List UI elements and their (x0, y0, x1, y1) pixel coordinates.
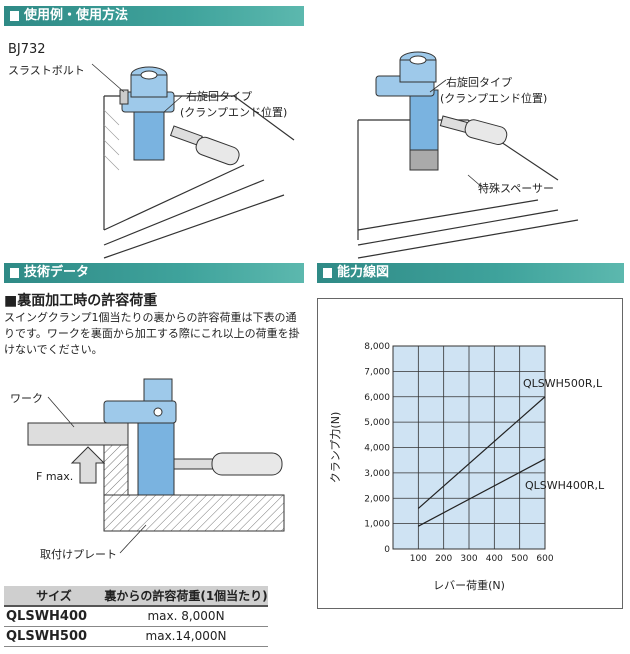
label-thrust-bolt: スラストボルト (8, 64, 85, 77)
capacity-chart-frame (317, 298, 623, 609)
label-special-spacer: 特殊スペーサー (478, 182, 555, 195)
x-tick-label: 100 (410, 554, 427, 564)
header-square-icon (323, 268, 332, 278)
table-header-row: サイズ 裏からの許容荷重(1個当たり) (4, 586, 268, 607)
capacity-chart: 0 1,000 2,000 3,000 4,000 5,000 6,000 7,000 8,00… (329, 342, 605, 592)
series-label: QLSWH400R,L (525, 479, 605, 492)
label-mounting-plate: 取付けプレート (40, 548, 117, 561)
tech-subtitle: ■裏面加工時の許容荷重 (4, 293, 158, 309)
header-square-icon (10, 268, 19, 278)
y-tick-label: 5,000 (364, 418, 390, 428)
allowable-load-table: サイズ 裏からの許容荷重(1個当たり) QLSWH400 max. 8,000N… (4, 586, 268, 647)
header-square-icon (10, 11, 19, 21)
usage-illustration-special-spacer (357, 51, 579, 259)
section-header-capacity: 能力線図 (317, 263, 624, 283)
x-tick-label: 600 (536, 554, 553, 564)
label-part-code: BJ732 (8, 42, 46, 57)
series-line (417, 396, 546, 509)
y-tick-label: 3,000 (364, 469, 390, 479)
section-header-usage: 使用例・使用方法 (4, 6, 304, 26)
label-force-max: F max. (36, 470, 74, 483)
usage-illustration-thrust-bolt (91, 63, 304, 260)
y-tick-label: 1,000 (364, 520, 390, 530)
x-axis-label: レバー荷重(N) (433, 578, 505, 592)
x-tick-label: 200 (435, 554, 452, 564)
cell-load: max.14,000N (104, 626, 268, 647)
series-label: QLSWH500R,L (523, 377, 603, 390)
y-tick-label: 8,000 (364, 342, 390, 352)
x-tick-label: 400 (486, 554, 503, 564)
series-line (418, 458, 546, 527)
section-title-capacity: 能力線図 (337, 265, 390, 280)
label-clamp-end-1: (クランプエンド位置) (180, 106, 288, 119)
label-right-turn-1: 右旋回タイプ (186, 90, 252, 103)
y-tick-label: 0 (384, 545, 390, 555)
label-right-turn-2: 右旋回タイプ (446, 76, 512, 89)
label-clamp-end-2: (クランプエンド位置) (440, 92, 548, 105)
y-axis-label: クランプ力(N) (329, 412, 342, 483)
section-title-tech: 技術データ (24, 265, 90, 280)
table-row: QLSWH400 max. 8,000N (4, 606, 268, 627)
y-tick-label: 7,000 (364, 367, 390, 377)
y-tick-label: 6,000 (364, 393, 390, 403)
x-tick-label: 500 (511, 554, 528, 564)
header-allowable-load: 裏からの許容荷重(1個当たり) (104, 586, 268, 607)
y-tick-label: 2,000 (364, 494, 390, 504)
load-diagram (27, 378, 285, 554)
tech-description: スイングクランプ1個当たりの裏からの許容荷重は下表の通りです。ワークを裏面から加… (4, 311, 300, 356)
cell-load: max. 8,000N (104, 606, 268, 627)
section-header-tech: 技術データ (4, 263, 304, 283)
section-title-usage: 使用例・使用方法 (24, 8, 129, 23)
table-row: QLSWH500 max.14,000N (4, 626, 268, 647)
x-tick-label: 300 (460, 554, 477, 564)
y-tick-label: 4,000 (364, 444, 390, 454)
header-size: サイズ (4, 586, 104, 607)
cell-size: QLSWH500 (4, 626, 104, 647)
label-work: ワーク (10, 392, 43, 405)
cell-size: QLSWH400 (4, 606, 104, 627)
